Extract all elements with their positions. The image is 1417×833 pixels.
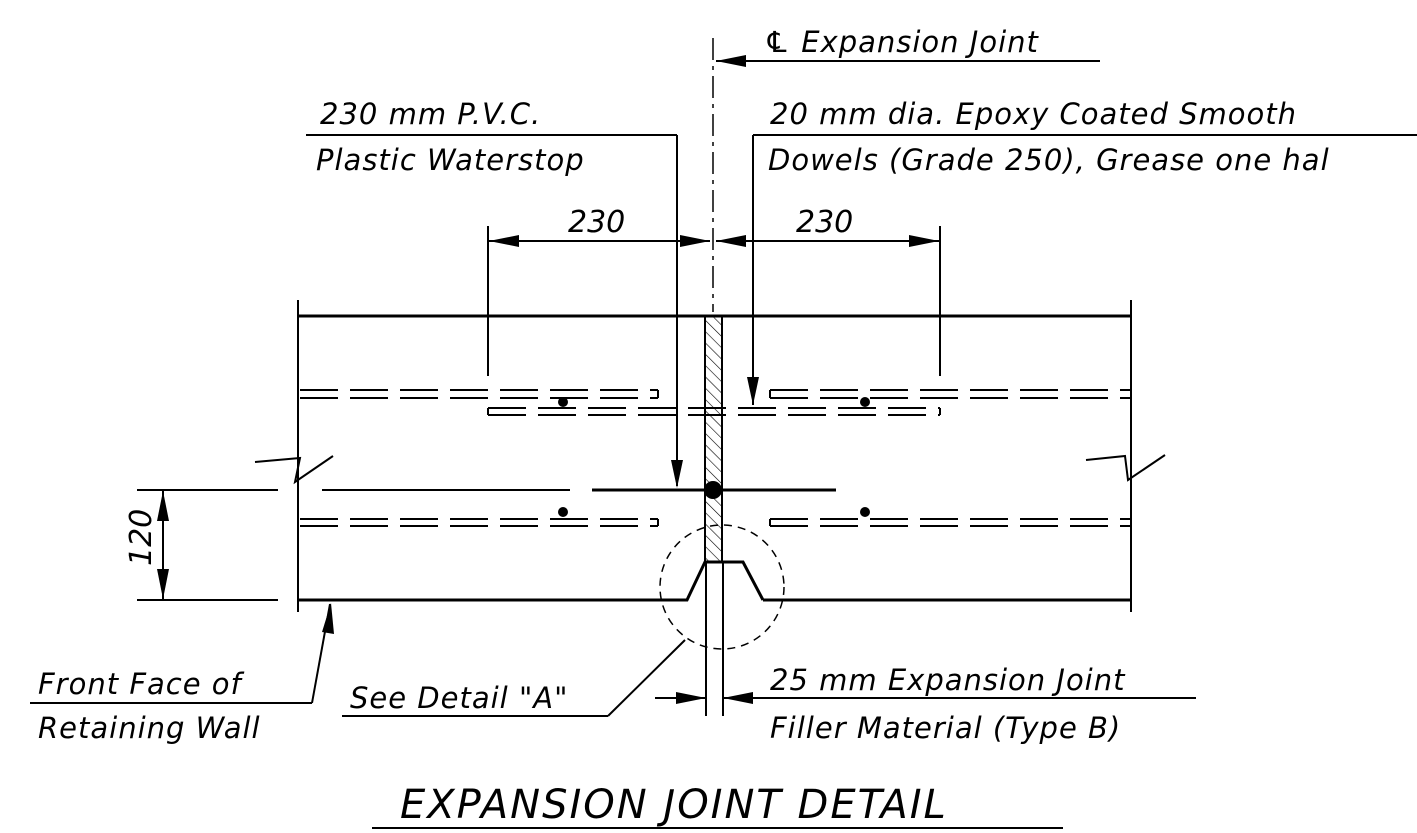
waterstop-label-line2: Plastic Waterstop <box>316 143 585 177</box>
bottom-rebar <box>300 518 1131 527</box>
break-lines <box>254 454 1166 485</box>
drawing-title: EXPANSION JOINT DETAIL <box>400 782 948 828</box>
rebar-dots <box>558 397 870 517</box>
dimension-120 <box>137 489 570 601</box>
dimension-230-left <box>487 226 710 376</box>
groove-profile <box>660 560 765 716</box>
front-face-label-line2: Retaining Wall <box>38 711 261 745</box>
filler-label-line2: Filler Material (Type B) <box>770 711 1121 745</box>
dowels-label-line1: 20 mm dia. Epoxy Coated Smooth <box>770 97 1297 131</box>
dimension-230-left-text: 230 <box>568 205 625 240</box>
waterstop-leader <box>306 134 683 488</box>
dowels-leader <box>747 134 1417 405</box>
waterstop-label-line1: 230 mm P.V.C. <box>320 97 541 131</box>
centerline-callout <box>716 55 1100 67</box>
centerline-label: ℄ Expansion Joint <box>764 25 1040 59</box>
detail-a-circle <box>659 524 785 650</box>
front-face-label-line1: Front Face of <box>38 667 245 701</box>
dowels-label-line2: Dowels (Grade 250), Grease one hal <box>768 143 1330 177</box>
see-detail-leader <box>342 639 686 717</box>
dimension-230-right-text: 230 <box>796 205 853 240</box>
see-detail-label: See Detail "A" <box>350 681 568 715</box>
dimension-120-text: 120 <box>124 509 159 566</box>
front-face-leader <box>30 603 334 704</box>
filler-label-line1: 25 mm Expansion Joint <box>770 663 1126 697</box>
filler-dimension <box>655 692 1196 704</box>
dimension-230-right <box>716 226 941 376</box>
